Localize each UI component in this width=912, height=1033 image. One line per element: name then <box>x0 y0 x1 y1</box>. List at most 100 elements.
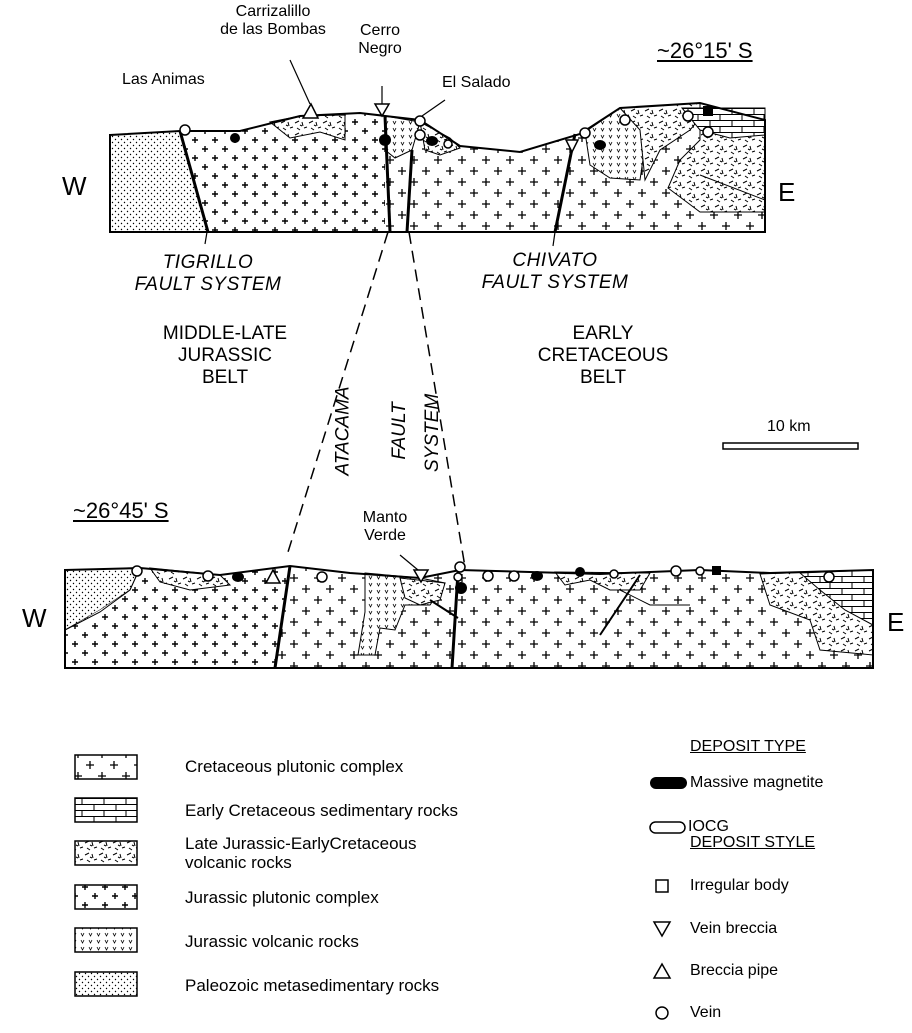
contact-east-lower <box>619 589 690 606</box>
deposit-type-title: DEPOSIT TYPE <box>690 738 806 755</box>
vein-icon <box>414 129 426 141</box>
vein-icon <box>695 566 705 576</box>
jurassic-plutonic-upper <box>180 113 385 232</box>
leader-manto-verde <box>399 554 419 571</box>
vein-icon <box>609 569 619 579</box>
cretaceous-belt-label: EARLY CRETACEOUS BELT <box>537 323 669 388</box>
upper-west-label: W <box>62 171 87 201</box>
upper-section-frame <box>109 101 766 233</box>
jurassic-plutonic-lower <box>65 566 290 668</box>
massive-magnetite-icon <box>531 571 543 581</box>
massive-magnetite-icon <box>426 136 438 146</box>
vein-icon <box>414 115 426 127</box>
vein-icon <box>579 127 591 139</box>
tigrillo-fault-label: TIGRILLO FAULT SYSTEM <box>134 252 282 295</box>
down-triangle-icon <box>652 921 672 938</box>
legend-swatches <box>74 754 138 997</box>
vein-icon <box>823 571 835 583</box>
tigrillo-fault-line <box>178 130 210 233</box>
cerro-negro-label: Cerro Negro <box>358 22 402 58</box>
atacama-label: ATACAMA <box>332 386 354 476</box>
up-triangle-icon <box>652 962 672 979</box>
irregular-body-icon <box>712 566 721 575</box>
vein-icon <box>443 139 453 149</box>
vein-breccia-icon <box>564 139 580 154</box>
vein-icon <box>508 570 520 582</box>
massive-magnetite-icon <box>594 140 606 150</box>
swatch-paleozoic <box>74 971 138 997</box>
lower-section <box>64 554 874 669</box>
legend-sedimentary: Early Cretaceous sedimentary rocks <box>185 801 459 820</box>
vein-icon <box>202 570 214 582</box>
volcanic-cover-elsalado <box>419 121 461 156</box>
leader-chivato <box>552 231 556 247</box>
massive-magnetite-icon <box>232 572 244 582</box>
style-irregular: Irregular body <box>690 877 789 894</box>
volcanic-lower-mv <box>399 577 446 606</box>
swatch-jur-volcanic <box>74 927 138 953</box>
filled-oval-icon <box>650 777 687 789</box>
leader-carrizalillo <box>289 59 311 105</box>
fault-lower-3 <box>429 599 459 619</box>
vein-breccia-icon <box>412 569 430 584</box>
las-animas-label: Las Animas <box>122 71 205 88</box>
upper-section <box>109 59 766 247</box>
legend-volcanic-lj: Late Jurassic-EarlyCretaceous volcanic r… <box>185 834 417 872</box>
scale-bar <box>722 442 859 450</box>
vein-icon <box>670 565 682 577</box>
vein-icon <box>682 110 694 122</box>
open-oval-icon <box>649 821 686 834</box>
circle-icon <box>655 1006 669 1020</box>
fault-lower-4 <box>599 574 641 636</box>
irregular-body-icon <box>703 106 713 116</box>
style-vein: Vein <box>690 1004 722 1021</box>
upper-latitude-label: ~26°15' S <box>657 38 753 63</box>
el-salado-label: El Salado <box>442 74 511 91</box>
massive-magnetite-icon <box>455 582 467 594</box>
style-vein-breccia: Vein breccia <box>690 920 778 937</box>
swatch-volcanic-lj <box>74 840 138 866</box>
jurassic-belt-label: MIDDLE-LATE JURASSIC BELT <box>162 323 288 388</box>
swatch-jur-plutonic <box>74 884 138 910</box>
lower-section-frame <box>64 564 874 669</box>
lower-latitude-label: ~26°45' S <box>73 498 169 523</box>
swatch-sedimentary <box>74 797 138 823</box>
contact-west-lower <box>64 567 141 631</box>
deposit-type-massive: Massive magnetite <box>690 774 824 791</box>
lower-west-label: W <box>22 603 47 633</box>
massive-magnetite-icon <box>379 134 391 146</box>
legend-jur-plutonic: Jurassic plutonic complex <box>185 888 379 907</box>
vein-icon <box>702 126 714 138</box>
massive-magnetite-icon <box>230 133 240 143</box>
lower-east-label: E <box>887 607 905 637</box>
vein-icon <box>131 565 143 577</box>
paleozoic-upper <box>110 131 208 232</box>
vein-icon <box>316 571 328 583</box>
legend-jur-volcanic: Jurassic volcanic rocks <box>185 932 359 951</box>
system-label: SYSTEM <box>422 393 444 472</box>
vein-icon <box>179 124 191 136</box>
breccia-pipe-icon <box>301 102 320 119</box>
fault-label: FAULT <box>388 402 410 460</box>
legend-paleozoic: Paleozoic metasedimentary rocks <box>185 976 440 995</box>
massive-magnetite-icon <box>575 567 585 577</box>
vein-icon <box>454 561 466 573</box>
vein-icon <box>453 572 463 582</box>
breccia-pipe-icon <box>264 568 282 584</box>
upper-east-label: E <box>778 177 796 207</box>
leader-tigrillo <box>204 231 208 245</box>
legend-cret-plutonic: Cretaceous plutonic complex <box>185 757 404 776</box>
atacama-fault-east <box>405 149 414 233</box>
leader-elsalado <box>421 99 446 117</box>
deposit-legend-symbols <box>649 777 687 1020</box>
fault-lower-1 <box>273 565 292 669</box>
scale-label: 10 km <box>767 418 811 435</box>
style-breccia-pipe: Breccia pipe <box>690 962 779 979</box>
deposit-type-iocg: IOCG <box>688 818 729 835</box>
carrizalillo-label: Carrizalillo de las Bombas <box>220 3 326 39</box>
swatch-cret-plutonic <box>74 754 138 780</box>
manto-verde-label: Manto Verde <box>362 509 408 545</box>
vein-icon <box>482 570 494 582</box>
chivato-fault-label: CHIVATO FAULT SYSTEM <box>481 250 629 293</box>
